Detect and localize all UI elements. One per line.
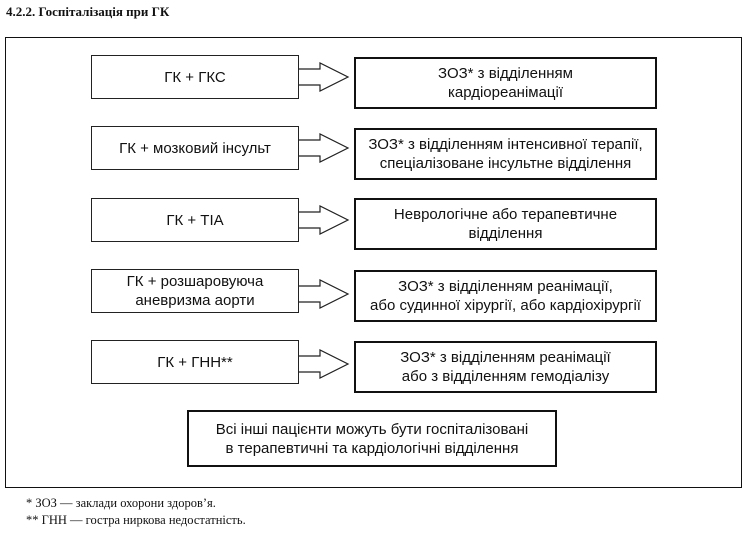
arrow-right-icon-3 — [299, 205, 350, 235]
condition-box-5: ГК + ГНН** — [91, 340, 299, 384]
condition-box-1: ГК + ГКС — [91, 55, 299, 99]
destination-label-4: ЗОЗ* з відділенням реанімації,або судинн… — [370, 278, 641, 314]
arrow-right-icon-1 — [299, 62, 350, 92]
arrow-right-icon-5 — [299, 349, 350, 379]
footnote-gnn: ** ГНН — гостра ниркова недостатність. — [26, 513, 246, 527]
other-patients-label: Всі інші пацієнти можуть бути госпіталіз… — [215, 420, 529, 457]
condition-box-3: ГК + ТІА — [91, 198, 299, 242]
condition-label-2: ГК + мозковий інсульт — [119, 139, 271, 157]
arrow-right-icon-4 — [299, 279, 350, 309]
other-patients-box: Всі інші пацієнти можуть бути госпіталіз… — [187, 410, 557, 467]
destination-box-2: ЗОЗ* з відділенням інтенсивної терапії,с… — [354, 128, 657, 180]
condition-label-5: ГК + ГНН** — [157, 353, 233, 371]
diagram-frame — [5, 37, 742, 488]
section-heading: 4.2.2. Госпіталізація при ГК — [6, 4, 170, 19]
condition-label-1: ГК + ГКС — [164, 68, 226, 86]
condition-label-3: ГК + ТІА — [166, 211, 224, 229]
destination-box-4: ЗОЗ* з відділенням реанімації,або судинн… — [354, 270, 657, 322]
condition-box-2: ГК + мозковий інсульт — [91, 126, 299, 170]
arrow-right-icon-2 — [299, 133, 350, 163]
footnote-zoz: * ЗОЗ — заклади охорони здоров’я. — [26, 496, 216, 510]
destination-label-2: ЗОЗ* з відділенням інтенсивної терапії,с… — [368, 136, 643, 172]
